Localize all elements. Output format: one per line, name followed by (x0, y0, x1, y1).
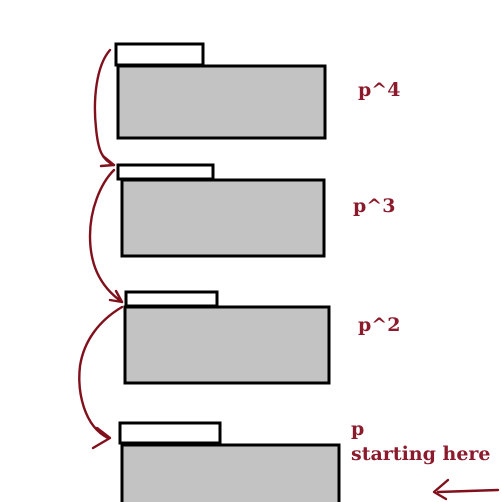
block-p4-body (116, 64, 327, 140)
arrowhead-p (91, 426, 112, 450)
start-pointer-arrow (436, 488, 500, 494)
arrowhead-p2 (108, 289, 124, 304)
block-p2-body (123, 305, 331, 385)
block-p2 (123, 290, 331, 385)
block-p3 (116, 163, 326, 258)
block-p (118, 421, 341, 502)
block-p2-tab (124, 290, 219, 308)
arrowhead-p3 (99, 154, 116, 168)
curve-arrow-p2-to-p (78, 305, 124, 440)
block-p3-body (120, 178, 326, 258)
label-p3: p^3 (353, 195, 396, 217)
label-starting-here: starting here (351, 443, 491, 465)
block-p-body (120, 443, 341, 502)
block-p-tab (118, 421, 222, 445)
curve-arrow-p4-to-p3 (93, 48, 116, 167)
block-p4 (114, 42, 327, 140)
block-p4-tab (114, 42, 205, 67)
label-p4: p^4 (358, 79, 401, 101)
block-p3-tab (116, 163, 215, 181)
label-p: p (351, 418, 365, 440)
start-pointer-arrowhead (432, 478, 450, 501)
label-p2: p^2 (358, 314, 401, 336)
curve-arrow-p3-to-p2 (88, 168, 124, 304)
